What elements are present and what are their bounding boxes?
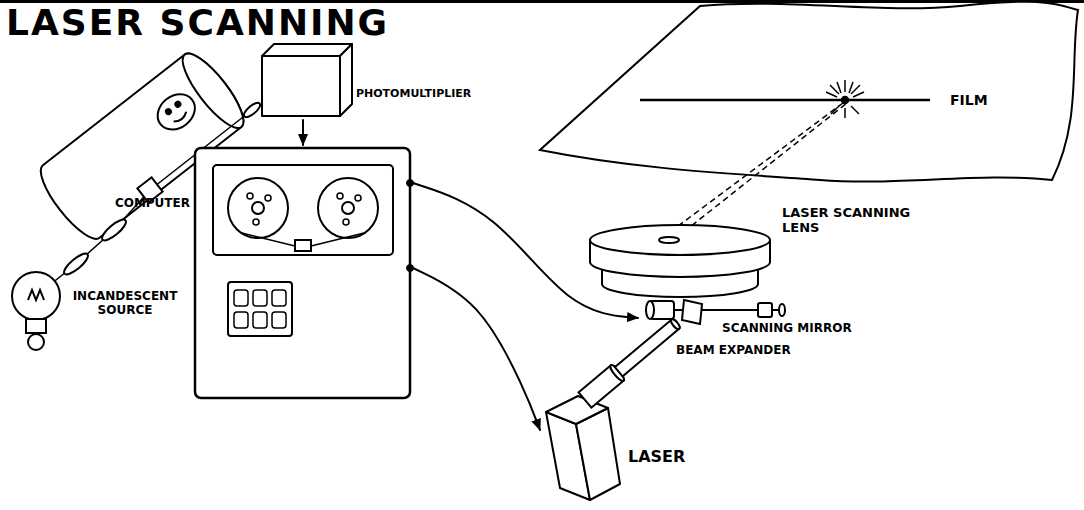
scan-spot xyxy=(844,108,846,118)
scanning-mirror-drawing xyxy=(646,301,654,319)
incandescent-bulb xyxy=(28,290,44,300)
photomultiplier-cube xyxy=(262,44,352,116)
film-sheet xyxy=(540,2,1078,182)
scan-spot xyxy=(826,80,866,118)
computer-cabinet xyxy=(247,193,253,199)
film-sheet xyxy=(540,2,1078,182)
diagram-title: LASER SCANNING xyxy=(6,2,389,43)
computer-cabinet xyxy=(234,290,248,306)
part-label: PHOTOMULTIPLIER xyxy=(356,88,471,101)
part-label: LASER xyxy=(628,448,685,466)
beam-expander xyxy=(670,318,682,330)
scan-spot xyxy=(844,80,846,92)
film-drum xyxy=(174,112,188,124)
beam-expander xyxy=(579,315,684,408)
computer-cabinet xyxy=(253,312,267,328)
expander-label: BEAM EXPANDER xyxy=(676,344,791,358)
condenser-lens xyxy=(61,251,90,278)
scan-spot xyxy=(826,99,837,101)
scanning-mirror-drawing xyxy=(645,300,785,324)
incandescent-bulb xyxy=(26,319,46,333)
part-label: COMPUTER xyxy=(115,197,190,211)
scanning-mirror-drawing xyxy=(682,300,702,324)
scanning-mirror-drawing xyxy=(779,304,785,316)
laser-unit: LASER xyxy=(540,390,691,502)
computer-cabinet xyxy=(265,195,271,201)
scan-spot xyxy=(842,97,849,104)
scanning-mirror-unit: SCANNING MIRROR xyxy=(638,292,858,340)
computer-cabinet xyxy=(195,148,414,398)
scanning-lens xyxy=(590,225,770,255)
computer-cabinet xyxy=(242,233,295,246)
condenser-lens xyxy=(242,101,262,120)
signal-arrow xyxy=(413,183,638,318)
computer-cabinet xyxy=(272,312,286,328)
computer-cabinet xyxy=(252,202,264,214)
lens-label: LASER SCANNING LENS xyxy=(782,206,932,236)
photomultiplier-cube xyxy=(262,56,340,116)
signal-arrow xyxy=(302,120,304,145)
film-drum xyxy=(151,87,202,137)
computer-cabinet xyxy=(318,178,378,238)
computer-cabinet xyxy=(234,312,248,328)
beam-expander xyxy=(615,320,679,377)
source-label: INCANDESCENT SOURCE xyxy=(66,290,184,318)
scanning-mirror-drawing xyxy=(758,303,772,317)
computer-cabinet xyxy=(343,219,349,225)
computer-cabinet xyxy=(253,290,267,306)
scan-spot xyxy=(837,82,841,93)
computer-cabinet xyxy=(228,282,292,336)
computer-cabinet xyxy=(311,233,364,246)
laser-box xyxy=(546,396,620,500)
scan-spot xyxy=(831,106,839,114)
scan-spot xyxy=(826,92,837,97)
scanning-lens xyxy=(659,237,679,243)
film-drum xyxy=(165,108,172,115)
incandescent-bulb xyxy=(12,272,60,350)
part-label: SCANNING MIRROR xyxy=(722,322,852,336)
scan-spot xyxy=(851,106,859,114)
computer-unit: COMPUTER xyxy=(110,145,413,403)
incandescent-bulb xyxy=(28,334,44,350)
computer-cabinet xyxy=(355,195,361,201)
computer-cabinet xyxy=(342,202,354,214)
scan-spot xyxy=(853,99,866,101)
computer-cabinet xyxy=(213,165,393,255)
scan-spot xyxy=(849,82,853,93)
computer-cabinet xyxy=(337,193,343,199)
computer-cabinet xyxy=(295,240,311,251)
scan-spot xyxy=(830,85,839,94)
photomultiplier-cube xyxy=(340,44,352,116)
photomultiplier-unit: PHOTOMULTIPLIER xyxy=(258,38,477,120)
computer-cabinet xyxy=(195,148,410,398)
computer-cabinet xyxy=(228,178,288,238)
scan-spot xyxy=(851,85,860,94)
scanning-lens xyxy=(590,225,770,297)
film-sheet xyxy=(640,99,930,102)
photomultiplier-cube xyxy=(262,44,352,56)
computer-cabinet xyxy=(253,219,259,225)
condenser-lens xyxy=(99,217,128,244)
computer-cabinet xyxy=(272,290,286,306)
film-drum xyxy=(174,101,181,108)
scan-spot xyxy=(853,92,864,97)
signal-arrow xyxy=(413,268,540,430)
incandescent-bulb xyxy=(12,272,60,320)
film-label: FILM xyxy=(950,92,988,108)
